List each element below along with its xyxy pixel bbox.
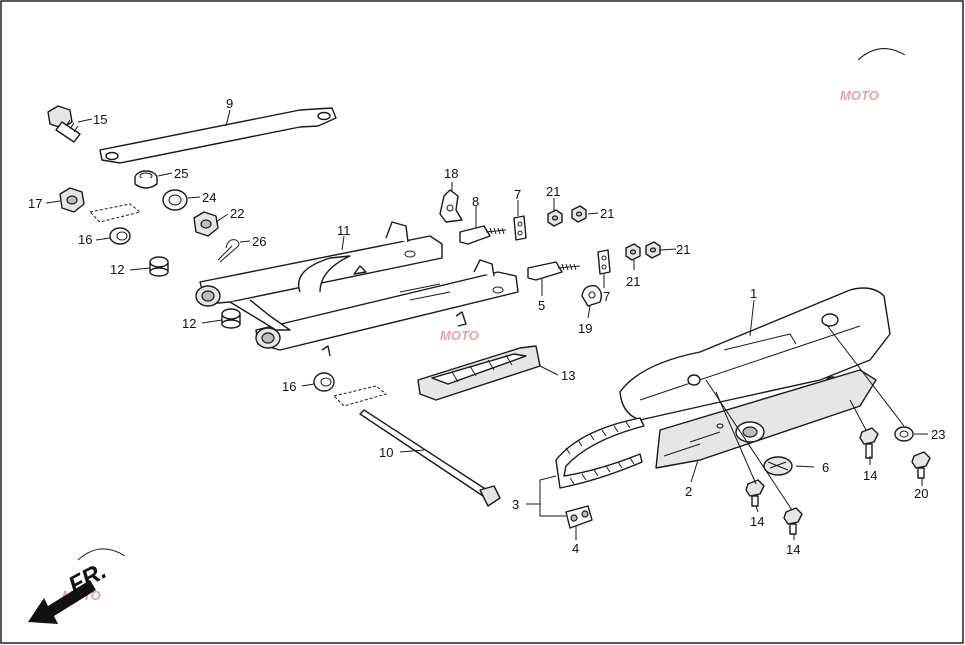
callout-14: 14: [750, 514, 764, 529]
callout-8: 8: [472, 194, 479, 209]
nut-part-21: [547, 209, 563, 227]
callout-9: 9: [226, 96, 233, 111]
callout-11: 11: [337, 223, 351, 238]
collar-part-16-lower: [313, 372, 335, 392]
nut-part-21: [625, 243, 641, 261]
collar-part-16: [109, 227, 131, 245]
callout-14: 14: [786, 542, 800, 557]
nut-part-22: [193, 211, 219, 237]
plate-part-7-lower: [597, 249, 611, 275]
bracket-part-19: [581, 285, 603, 307]
callout-21: 21: [626, 274, 640, 289]
callout-21: 21: [600, 206, 614, 221]
callout-7: 7: [514, 187, 521, 202]
nut-part-17: [59, 187, 85, 213]
callout-15: 15: [93, 112, 107, 127]
callout-2: 2: [685, 484, 692, 499]
callout-25: 25: [174, 166, 188, 181]
nut-part-21: [645, 241, 661, 259]
callout-18: 18: [444, 166, 458, 181]
callout-21: 21: [676, 242, 690, 257]
callout-16: 16: [78, 232, 92, 247]
chain-link-part-4: [565, 505, 593, 529]
chain-part-3: [555, 417, 645, 489]
bush-part-12: [149, 256, 169, 277]
chain-adjuster-part-8: [459, 225, 507, 245]
plate-part-7: [513, 215, 527, 241]
callout-5: 5: [538, 298, 545, 313]
bolt-part-20: [911, 451, 931, 479]
callout-13: 13: [561, 368, 575, 383]
chain-guard-part-2: [655, 369, 877, 469]
callout-10: 10: [379, 445, 393, 460]
nut-part-21: [571, 205, 587, 223]
callout-26: 26: [252, 234, 266, 249]
bolt-part-14: [745, 479, 765, 507]
callout-14: 14: [863, 468, 877, 483]
chain-slider-part-13: [417, 345, 541, 401]
callout-16: 16: [282, 379, 296, 394]
callout-23: 23: [931, 427, 945, 442]
bush-part-12-lower: [221, 308, 241, 329]
bolt-part-14: [783, 507, 803, 535]
callout-labels: 15 9 25 24 22 17 16 26 12 12 11 18 8 7 2…: [28, 96, 945, 557]
callout-6: 6: [822, 460, 829, 475]
chain-case-part-1: [619, 287, 891, 421]
bolt-part-14: [859, 427, 879, 459]
callout-12: 12: [182, 316, 196, 331]
callout-20: 20: [914, 486, 928, 501]
watermark-logo: MOTO: [840, 48, 906, 103]
cap-part-6: [763, 456, 793, 476]
bracket-part-18: [439, 189, 463, 223]
cotter-pin-part-26: [217, 239, 240, 263]
callout-3: 3: [512, 497, 519, 512]
svg-text:MOTO: MOTO: [840, 88, 879, 103]
callout-1: 1: [750, 286, 757, 301]
callout-24: 24: [202, 190, 216, 205]
callout-22: 22: [230, 206, 244, 221]
brace-part-9: [99, 107, 337, 164]
leader-lines: [45, 109, 928, 540]
chain-adjuster-part-5: [527, 261, 581, 281]
callout-17: 17: [28, 196, 42, 211]
bolt-part-15: [47, 105, 81, 143]
collar-ghost-upper: [88, 203, 142, 223]
callout-4: 4: [572, 541, 579, 556]
swingarm-part-11: [195, 221, 519, 357]
collar-ghost-lower: [333, 385, 388, 407]
axle-part-10: [359, 409, 501, 507]
callout-21: 21: [546, 184, 560, 199]
callout-12: 12: [110, 262, 124, 277]
washer-part-23: [894, 426, 914, 442]
callout-7: 7: [603, 289, 610, 304]
callout-19: 19: [578, 321, 592, 336]
spring-washer-part-25: [134, 170, 158, 189]
svg-text:MOTO: MOTO: [440, 328, 479, 343]
washer-part-24: [162, 189, 188, 211]
